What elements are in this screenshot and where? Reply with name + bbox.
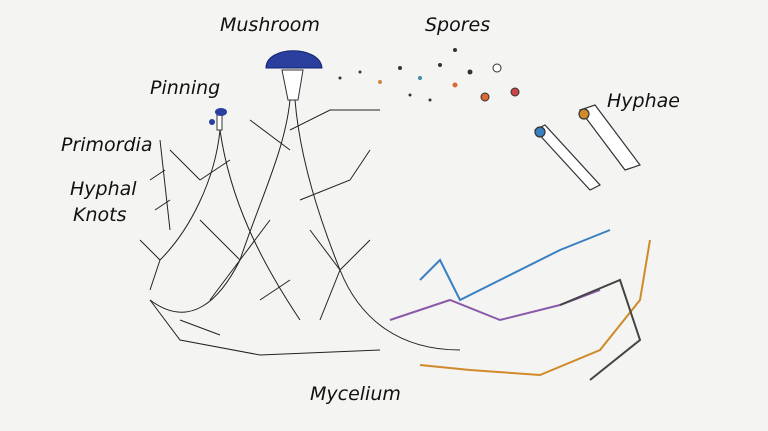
spores	[338, 48, 520, 102]
label-pinning: Pinning	[150, 77, 221, 99]
label-mushroom: Mushroom	[220, 14, 320, 36]
label-primordia: Primordia	[61, 134, 153, 156]
hyphae-strands	[534, 104, 641, 191]
pinning-mushrooms	[209, 108, 227, 131]
label-hyphal-knots-line1: Hyphal	[70, 178, 137, 200]
label-hyphal-knots-line2: Knots	[73, 204, 127, 226]
label-hyphae: Hyphae	[607, 90, 680, 112]
mushroom	[265, 50, 323, 101]
colored-hyphae	[389, 229, 651, 381]
label-spores: Spores	[425, 14, 491, 36]
label-mycelium: Mycelium	[310, 383, 401, 405]
mycelium-network	[139, 99, 461, 356]
